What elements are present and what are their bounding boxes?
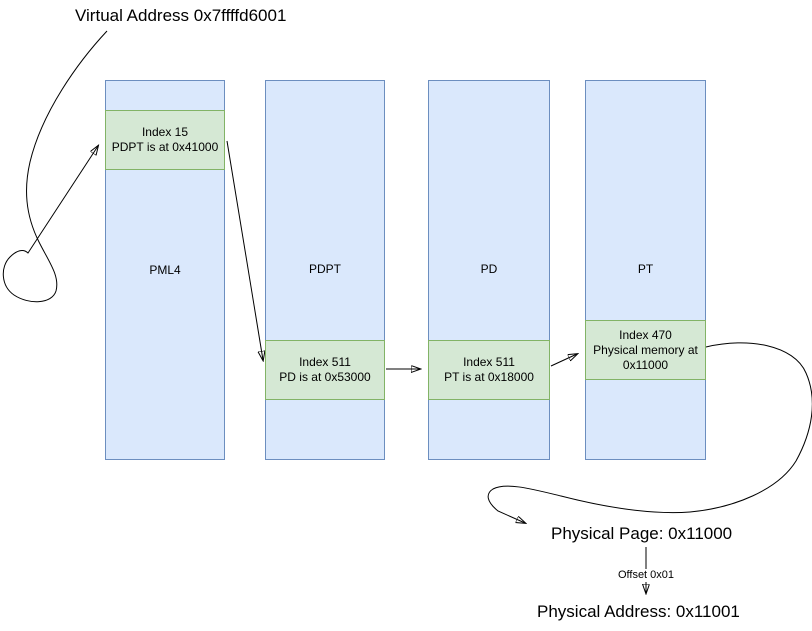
column-pml4-label: PML4 <box>149 263 181 277</box>
entry-pml4-line2: PDPT is at 0x41000 <box>111 140 219 154</box>
virtual-address-label: Virtual Address 0x7ffffd6001 <box>75 6 287 25</box>
column-pt-label: PT <box>637 262 654 276</box>
column-pdpt: PDPT <box>265 80 385 460</box>
column-pdpt-label: PDPT <box>308 262 341 276</box>
entry-pdpt: Index 511 PD is at 0x53000 <box>265 340 385 400</box>
entry-pd-line2: PT is at 0x18000 <box>444 370 534 384</box>
entry-pd: Index 511 PT is at 0x18000 <box>428 340 550 400</box>
column-pd: PD <box>428 80 550 460</box>
entry-pd-line1: Index 511 <box>463 355 515 369</box>
arrow-virtual-address-to-pml4-entry <box>2 30 108 303</box>
entry-pml4-line1: Index 15 <box>141 125 189 139</box>
column-pd-label: PD <box>480 262 498 276</box>
entry-pt-line3: 0x11000 <box>622 357 669 372</box>
entry-pt-line1: Index 470 <box>619 327 672 342</box>
entry-pml4: Index 15 PDPT is at 0x41000 <box>105 110 225 170</box>
physical-address-label: Physical Address: 0x11001 <box>537 602 740 621</box>
entry-pdpt-line1: Index 511 <box>299 355 351 369</box>
entry-pdpt-line2: PD is at 0x53000 <box>279 370 371 384</box>
entry-pt-line2: Physical memory at <box>593 342 698 357</box>
offset-label: Offset 0x01 <box>614 569 678 582</box>
physical-page-label: Physical Page: 0x11000 <box>551 524 733 543</box>
entry-pt: Index 470 Physical memory at 0x11000 <box>585 320 706 380</box>
arrow-pd-to-pt-entry <box>550 354 577 367</box>
column-pt: PT <box>585 80 706 460</box>
arrow-pt-to-physical-page <box>487 342 812 523</box>
arrow-pml4-to-pdpt-entry <box>226 140 263 360</box>
